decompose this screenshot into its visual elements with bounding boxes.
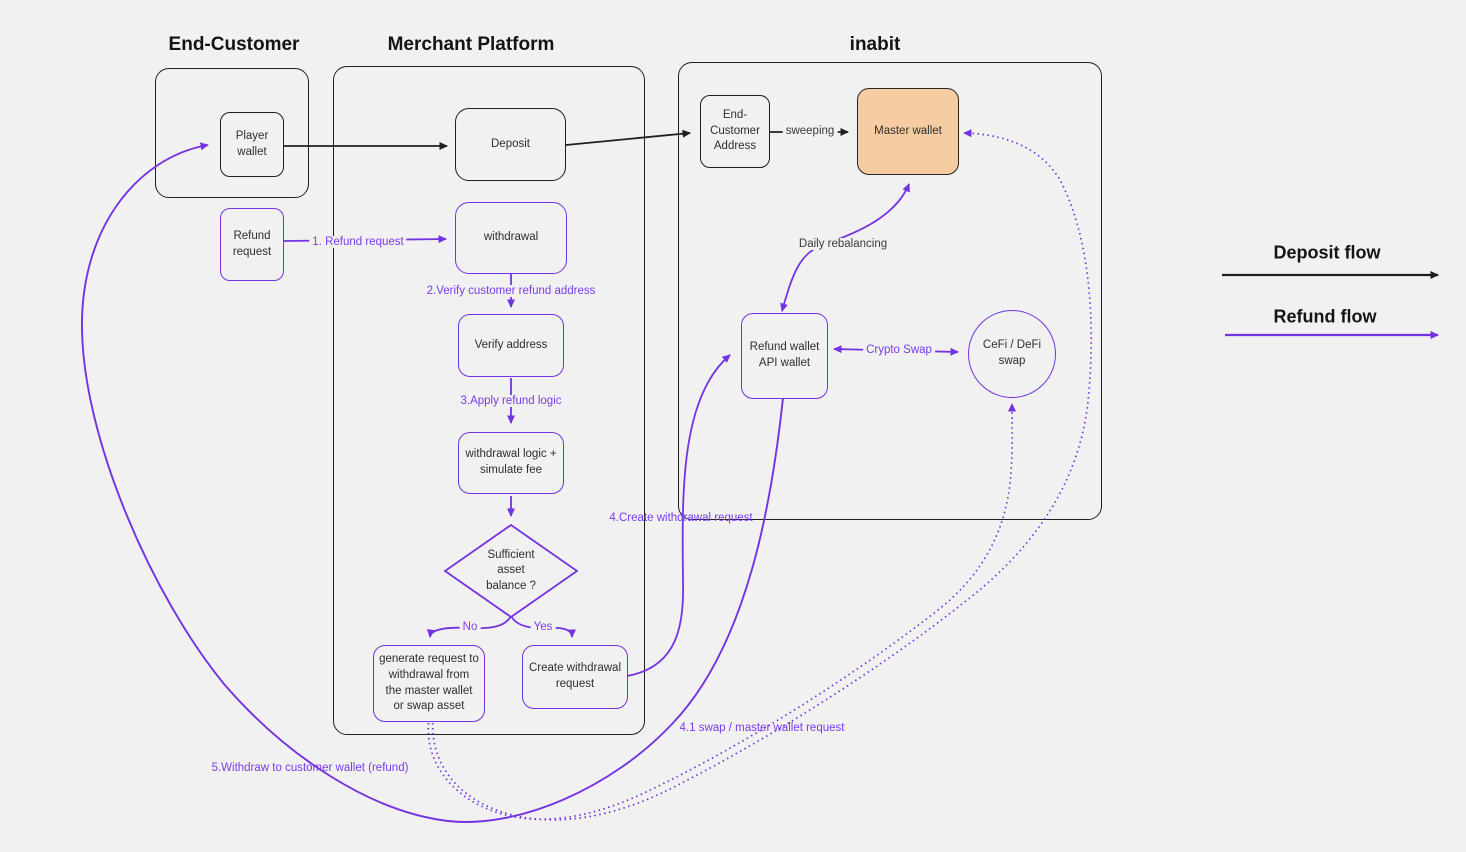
label-withdraw-customer-5: 5.Withdraw to customer wallet (refund): [211, 762, 409, 774]
label-sweeping: sweeping: [782, 125, 838, 137]
node-refund-request: Refund request: [220, 208, 284, 281]
merchant-platform-container: [333, 66, 645, 735]
label-no: No: [459, 621, 481, 633]
node-cefi-defi-swap: CeFi / DeFi swap: [968, 310, 1056, 398]
label-create-withdrawal-4: 4.Create withdrawal request: [609, 512, 753, 524]
edge-swap-request-41: [427, 403, 1017, 820]
node-end-customer-address: End- Customer Address: [700, 95, 770, 168]
inabit-container: [678, 62, 1102, 520]
end-customer-title: End-Customer: [168, 34, 300, 55]
node-withdrawal: withdrawal: [455, 202, 567, 274]
edge-master-wallet-request-41: [431, 129, 1093, 821]
node-verify-address: Verify address: [458, 314, 564, 377]
label-refund-request-1: 1. Refund request: [309, 236, 407, 248]
end-customer-container: [155, 68, 309, 198]
node-withdrawal-logic: withdrawal logic + simulate fee: [458, 432, 564, 494]
node-refund-wallet: Refund wallet API wallet: [741, 313, 828, 399]
inabit-title: inabit: [849, 34, 901, 55]
label-verify-customer-2: 2.Verify customer refund address: [423, 285, 599, 297]
label-daily-rebalancing: Daily rebalancing: [795, 238, 891, 250]
label-swap-master-41: 4.1 swap / master wallet request: [679, 722, 845, 734]
edge-deposit-to-address: [565, 129, 691, 146]
legend-deposit-flow: Deposit flow: [1273, 242, 1381, 263]
node-deposit: Deposit: [455, 108, 566, 181]
legend-refund-flow: Refund flow: [1273, 306, 1377, 327]
edge-create-to-refund-wallet-4: [626, 354, 731, 677]
node-generate-request: generate request to withdrawal from the …: [373, 645, 485, 722]
label-crypto-swap: Crypto Swap: [863, 344, 935, 356]
node-player-wallet: Player wallet: [220, 112, 284, 177]
merchant-platform-title: Merchant Platform: [387, 34, 555, 55]
node-create-withdrawal: Create withdrawal request: [522, 645, 628, 709]
node-master-wallet: Master wallet: [857, 88, 959, 175]
label-apply-refund-logic-3: 3.Apply refund logic: [457, 395, 565, 407]
label-yes: Yes: [530, 621, 556, 633]
node-sufficient-balance: Sufficient asset balance ?: [486, 548, 536, 592]
edge-withdraw-to-customer-5: [81, 142, 784, 823]
decision-diamond-shape: [443, 523, 579, 619]
